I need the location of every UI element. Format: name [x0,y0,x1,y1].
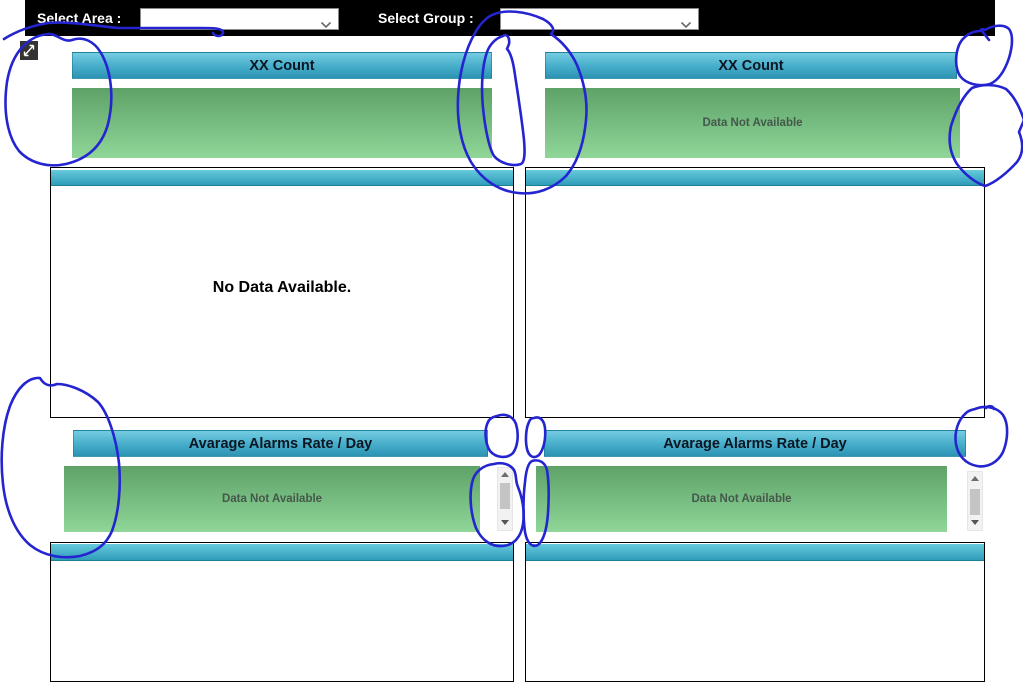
scrollbar-bottom-right[interactable] [967,471,983,531]
panel-header-xx-count-right: XX Count [545,52,957,79]
ink-stroke [984,404,996,411]
status-banner-bottom-right: Data Not Available [536,466,947,532]
select-area-combobox[interactable] [140,8,339,30]
select-area-label: Select Area : [37,10,122,26]
chart-area-top-right [525,167,985,418]
panel-header-alarms-rate-right: Avarage Alarms Rate / Day [544,430,966,457]
chart-area-top-left: No Data Available. [50,167,514,418]
status-banner-bottom-left: Data Not Available [64,466,480,532]
triangle-down-icon[interactable] [971,520,979,525]
ink-stroke [484,413,519,459]
triangle-up-icon[interactable] [971,476,979,481]
chevron-down-icon [680,16,692,34]
chart-caption-bar [51,544,513,561]
no-data-message: No Data Available. [212,279,352,296]
panel-header-xx-count-left: XX Count [72,52,492,79]
scrollbar-bottom-left[interactable] [497,467,513,531]
chart-area-bottom-right [525,542,985,682]
toolbar: Select Area : Select Group : [25,0,995,36]
chevron-down-icon [320,16,332,34]
triangle-up-icon[interactable] [501,472,509,477]
chart-caption-bar [526,170,984,186]
diagonal-resize-arrow-icon[interactable] [20,41,38,60]
select-group-label: Select Group : [378,10,474,26]
scrollbar-thumb[interactable] [970,489,980,515]
status-banner-top-right: Data Not Available [545,88,960,158]
scrollbar-thumb[interactable] [500,483,510,509]
select-group-combobox[interactable] [500,8,699,30]
chart-caption-bar [526,544,984,561]
panel-header-alarms-rate-left: Avarage Alarms Rate / Day [73,430,488,457]
ink-stroke [524,416,547,459]
chart-caption-bar [51,170,513,186]
status-banner-top-left [72,88,492,158]
triangle-down-icon[interactable] [501,520,509,525]
chart-area-bottom-left [50,542,514,682]
